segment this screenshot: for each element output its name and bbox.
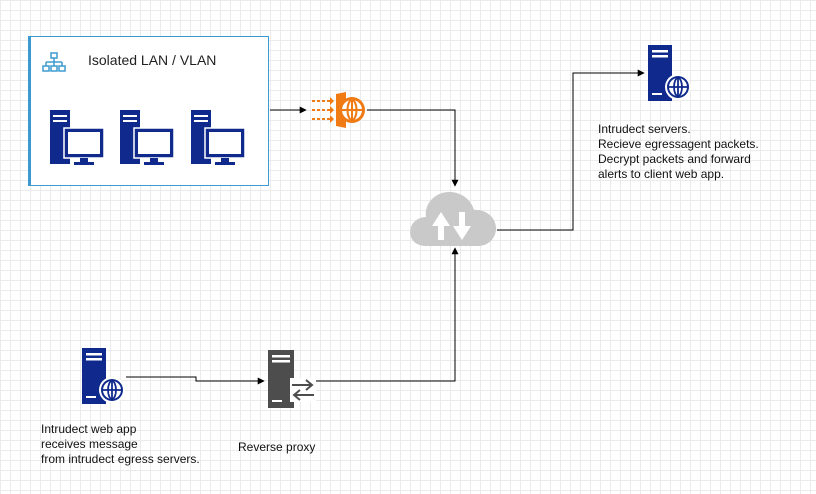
edge-webapp-to-proxy[interactable] [126, 376, 265, 385]
workstation-icon[interactable] [120, 110, 174, 166]
lan-group-title: Isolated LAN / VLAN [88, 52, 217, 68]
reverse-proxy-label: Reverse proxy [238, 440, 316, 454]
cloud-up-down-icon[interactable] [408, 186, 498, 248]
edge-cloud-to-servers[interactable] [497, 69, 645, 231]
web-server-icon[interactable] [648, 45, 692, 103]
edge-firewall-to-cloud[interactable] [367, 109, 459, 187]
intrudect-servers-label: Intrudect servers. Recieve egressagent p… [598, 122, 759, 181]
web-server-icon[interactable] [82, 348, 126, 406]
edge-proxy-to-cloud[interactable] [316, 247, 459, 382]
reverse-proxy-icon[interactable] [268, 350, 316, 410]
firewall-icon[interactable] [310, 91, 368, 129]
workstation-icon[interactable] [191, 110, 245, 166]
web-app-label: Intrudect web app receives message from … [41, 422, 200, 466]
workstation-icon[interactable] [50, 110, 104, 166]
network-icon [42, 52, 66, 72]
